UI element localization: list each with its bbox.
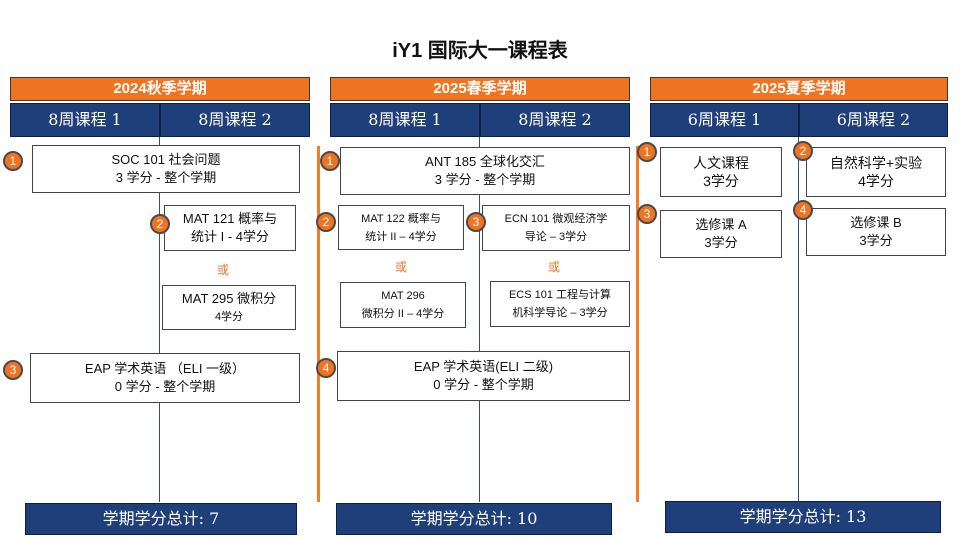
or-label: 或: [216, 263, 229, 277]
badge-3: 3: [637, 204, 657, 224]
course-title: MAT 121 概率与: [182, 211, 278, 226]
badge-4: 4: [793, 200, 813, 220]
semester-total-summer: 学期学分总计: 13: [665, 501, 941, 533]
course-credits: 3学分: [704, 235, 738, 250]
semester-header-fall-2024: 2024秋季学期: [10, 77, 310, 101]
course-box-mat296: MAT 296 微积分 II – 4学分: [340, 282, 466, 328]
week-header-summer-1: 6周课程 1: [650, 103, 799, 137]
week-header-spring-1: 8周课程 1: [330, 103, 480, 137]
semester-total-fall: 学期学分总计: 7: [25, 503, 297, 535]
course-box-eap-eli2: EAP 学术英语(ELI 二级) 0 学分 - 整个学期: [337, 351, 630, 401]
course-title: MAT 295 微积分: [181, 290, 277, 306]
course-box-science-lab: 自然科学+实验 4学分: [806, 147, 946, 197]
course-title: 人文课程: [693, 155, 749, 171]
course-credits: 4学分: [858, 173, 894, 189]
or-label: 或: [547, 260, 560, 274]
or-label: 或: [394, 260, 407, 274]
course-title: SOC 101 社会问题: [111, 152, 221, 167]
week-divider-line: [479, 137, 480, 502]
course-box-elective-b: 选修课 B 3学分: [806, 208, 946, 256]
badge-2: 2: [150, 214, 170, 234]
course-box-mat121: MAT 121 概率与 统计 I - 4学分: [164, 205, 296, 251]
semester-divider: [317, 146, 320, 502]
course-title: ANT 185 全球化交汇: [425, 154, 545, 169]
course-title: ECN 101 微观经济学: [504, 213, 608, 225]
course-credits: 0 学分 - 整个学期: [114, 379, 216, 394]
badge-1: 1: [3, 151, 23, 171]
course-box-eap-eli1: EAP 学术英语 （ELI 一级） 0 学分 - 整个学期: [30, 353, 300, 403]
course-title: EAP 学术英语(ELI 二级): [413, 359, 554, 374]
course-title: 选修课 B: [850, 215, 902, 230]
badge-1: 1: [637, 142, 657, 162]
course-credits: 机科学导论 – 3学分: [512, 307, 608, 319]
course-title: MAT 122 概率与: [361, 212, 441, 225]
course-box-ecs101: ECS 101 工程与计算 机科学导论 – 3学分: [490, 281, 630, 327]
week-header-fall-1: 8周课程 1: [10, 103, 160, 137]
course-title: ECS 101 工程与计算: [508, 289, 612, 301]
course-credits: 统计 II – 4学分: [365, 230, 437, 243]
semester-header-summer-2025: 2025夏季学期: [650, 77, 948, 101]
week-header-spring-2: 8周课程 2: [480, 103, 630, 137]
semester-total-spring: 学期学分总计: 10: [336, 503, 612, 535]
course-box-ant185: ANT 185 全球化交汇 3 学分 - 整个学期: [340, 147, 630, 195]
course-title: EAP 学术英语 （ELI 一级）: [84, 361, 246, 376]
course-box-ecn101: ECN 101 微观经济学 导论 – 3学分: [482, 205, 630, 251]
course-box-mat295: MAT 295 微积分 4学分: [162, 285, 296, 330]
badge-3: 3: [466, 212, 486, 232]
badge-1: 1: [320, 151, 340, 171]
course-credits: 导论 – 3学分: [524, 231, 588, 243]
course-credits: 微积分 II – 4学分: [361, 308, 445, 320]
course-title: 选修课 A: [695, 217, 747, 232]
course-credits: 0 学分 - 整个学期: [433, 377, 534, 392]
course-credits: 3学分: [703, 173, 739, 189]
page-title: iY1 国际大一课程表: [392, 40, 568, 62]
course-credits: 3 学分 - 整个学期: [434, 172, 536, 187]
course-box-mat122: MAT 122 概率与 统计 II – 4学分: [338, 205, 464, 250]
course-box-soc101: SOC 101 社会问题 3 学分 - 整个学期: [32, 145, 300, 193]
course-credits: 统计 I - 4学分: [190, 229, 269, 244]
week-header-fall-2: 8周课程 2: [160, 103, 310, 137]
badge-2: 2: [793, 141, 813, 161]
week-header-summer-2: 6周课程 2: [799, 103, 948, 137]
course-credits: 4学分: [214, 310, 244, 323]
course-box-elective-a: 选修课 A 3学分: [660, 210, 782, 258]
week-divider-line: [798, 137, 799, 502]
course-credits: 3 学分 - 整个学期: [115, 170, 217, 185]
semester-divider: [636, 146, 639, 502]
course-title: 自然科学+实验: [829, 155, 923, 171]
course-credits: 3学分: [859, 233, 893, 248]
badge-4: 4: [316, 358, 336, 378]
badge-2: 2: [316, 212, 336, 232]
semester-header-spring-2025: 2025春季学期: [330, 77, 630, 101]
course-title: MAT 296: [381, 290, 425, 302]
week-divider-line: [159, 137, 160, 502]
badge-3: 3: [3, 360, 23, 380]
course-box-humanities: 人文课程 3学分: [660, 147, 782, 197]
